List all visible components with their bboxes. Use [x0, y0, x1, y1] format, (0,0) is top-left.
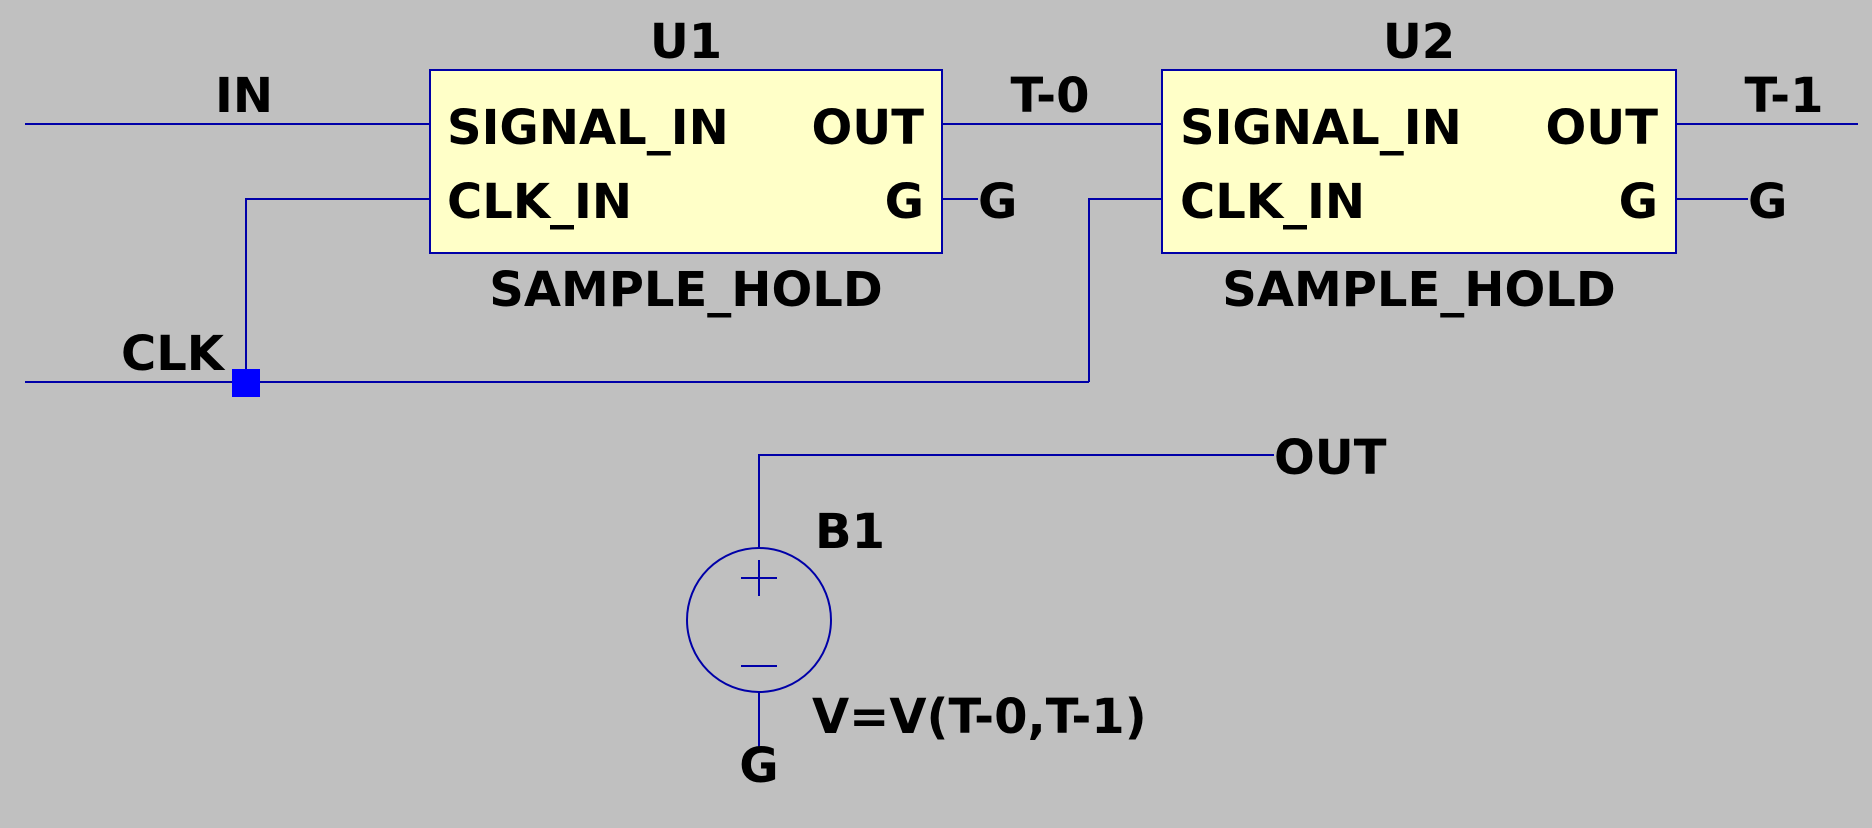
b1-value: V=V(T-0,T-1): [812, 689, 1147, 745]
u1-body[interactable]: [429, 69, 943, 254]
clk-junction: [232, 369, 260, 397]
u2-body[interactable]: [1161, 69, 1677, 254]
b1-ref: B1: [815, 504, 885, 560]
net-label-g1[interactable]: G: [978, 174, 1017, 230]
net-label-t0[interactable]: T-0: [1010, 68, 1089, 124]
net-label-t1[interactable]: T-1: [1744, 68, 1823, 124]
u1-type: SAMPLE_HOLD: [489, 262, 882, 318]
u1-ref: U1: [650, 14, 722, 70]
net-label-out[interactable]: OUT: [1274, 430, 1387, 486]
u2-pin-signal-in: SIGNAL_IN: [1180, 100, 1462, 156]
wire-clk-u1[interactable]: [245, 198, 430, 382]
wires: [25, 123, 1858, 748]
component-u2[interactable]: U2 SIGNAL_IN CLK_IN OUT G SAMPLE_HOLD: [1161, 14, 1677, 318]
plus-icon: [741, 560, 777, 596]
net-label-gnd[interactable]: G: [739, 738, 778, 794]
u2-pin-out: OUT: [1545, 100, 1658, 156]
net-label-in[interactable]: IN: [215, 68, 273, 124]
u2-ref: U2: [1383, 14, 1455, 70]
u2-pin-clk-in: CLK_IN: [1180, 174, 1365, 230]
b1-source-circle[interactable]: [686, 547, 832, 693]
u1-pin-signal-in: SIGNAL_IN: [447, 100, 729, 156]
net-label-g2[interactable]: G: [1748, 174, 1787, 230]
wire-out[interactable]: [758, 454, 1274, 547]
u2-type: SAMPLE_HOLD: [1222, 262, 1615, 318]
u1-pin-out: OUT: [811, 100, 924, 156]
net-label-clk[interactable]: CLK: [121, 326, 226, 382]
u1-pin-clk-in: CLK_IN: [447, 174, 632, 230]
wire-clk-u2[interactable]: [1088, 198, 1162, 382]
component-u1[interactable]: U1 SIGNAL_IN CLK_IN OUT G SAMPLE_HOLD: [429, 14, 943, 318]
u1-pin-g: G: [885, 174, 924, 230]
component-b1[interactable]: B1 V=V(T-0,T-1): [686, 504, 1147, 745]
u2-pin-g: G: [1619, 174, 1658, 230]
